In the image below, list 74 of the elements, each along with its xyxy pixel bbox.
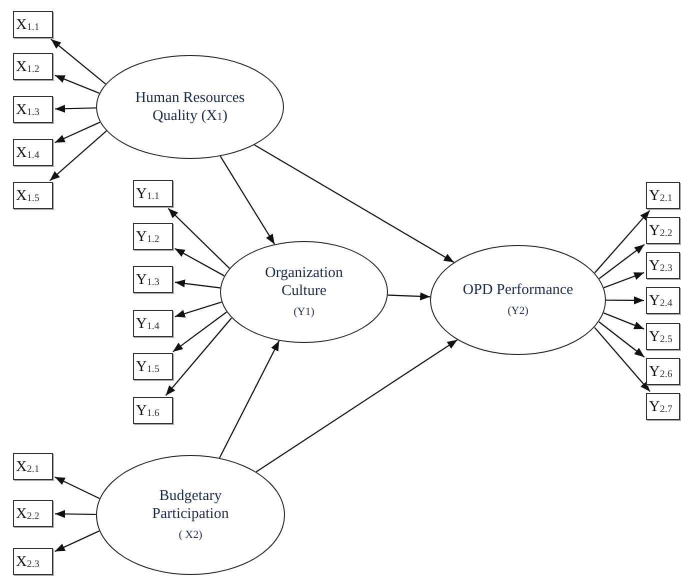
variable-symbol: (Y2) — [508, 305, 528, 319]
arrow — [219, 340, 280, 458]
indicator-box — [646, 393, 680, 420]
indicator-box — [646, 182, 680, 209]
indicator-label: Y$_{1.6}$ — [136, 402, 160, 420]
indicator-label: Y$_{2.7}$ — [649, 398, 672, 416]
indicator-box — [13, 548, 53, 575]
indicator-box — [646, 217, 680, 244]
variable-symbol: (Y1) — [294, 306, 314, 320]
arrow — [598, 244, 645, 280]
arrow — [603, 312, 644, 330]
indicator-label: Y$_{1.4}$ — [136, 314, 160, 332]
indicator-label: X$_{1.5}$ — [16, 186, 40, 204]
indicator-label: Y$_{2.4}$ — [649, 292, 672, 310]
indicator-box — [133, 266, 173, 293]
arrow — [254, 144, 454, 263]
arrow — [598, 321, 645, 358]
arrow — [54, 476, 100, 500]
indicator-label: Y$_{2.5}$ — [649, 328, 672, 346]
arrow — [54, 510, 96, 518]
arrow — [388, 292, 430, 300]
arrow — [54, 530, 100, 552]
variable-name: Organization Culture — [264, 264, 344, 300]
arrow — [594, 210, 650, 274]
indicator-box — [133, 353, 173, 380]
indicator-label: X$_{1.4}$ — [16, 144, 40, 162]
indicator-label: Y$_{1.3}$ — [136, 270, 160, 288]
indicator-box — [13, 139, 53, 166]
indicator-label: X$_{1.1}$ — [16, 16, 40, 34]
indicator-label: Y$_{2.6}$ — [649, 362, 672, 380]
indicator-box — [13, 453, 53, 480]
arrow — [174, 280, 220, 288]
arrow — [54, 104, 96, 113]
arrow — [604, 272, 644, 288]
arrow — [172, 311, 227, 352]
indicator-box — [133, 223, 173, 250]
indicator-box — [133, 180, 173, 207]
variable-name: Budgetary Participation — [151, 487, 230, 524]
indicator-box — [133, 397, 173, 424]
indicator-box — [13, 11, 53, 38]
indicator-label: Y$_{1.5}$ — [136, 358, 160, 376]
indicator-label: X$_{2.2}$ — [16, 504, 40, 522]
indicator-label: X$_{1.2}$ — [16, 58, 40, 76]
indicator-box — [133, 310, 173, 337]
arrow — [594, 327, 650, 392]
arrow — [606, 296, 644, 304]
indicator-label: Y$_{2.2}$ — [649, 222, 672, 240]
arrow — [174, 301, 222, 318]
arrow — [54, 74, 100, 94]
indicator-label: X$_{2.1}$ — [16, 458, 40, 476]
indicator-box — [13, 500, 53, 527]
indicator-box — [646, 358, 680, 385]
indicator-label: Y$_{1.1}$ — [136, 184, 160, 202]
indicator-box — [13, 182, 53, 209]
arrow — [50, 38, 106, 85]
indicator-box — [13, 53, 53, 80]
variable-name: OPD Performance — [462, 281, 574, 300]
arrow — [174, 248, 225, 276]
arrow — [49, 130, 107, 182]
arrow — [168, 208, 230, 269]
indicator-label: Y$_{2.1}$ — [649, 186, 672, 204]
indicator-label: X$_{2.3}$ — [16, 552, 40, 570]
indicator-label: Y$_{2.3}$ — [649, 256, 672, 274]
arrow — [256, 339, 458, 472]
indicator-box — [646, 287, 680, 314]
indicator-box — [646, 252, 680, 279]
arrow — [54, 122, 100, 144]
arrow — [220, 156, 276, 245]
indicator-box — [13, 96, 53, 123]
variable-symbol: ( X2) — [178, 529, 202, 543]
indicator-box — [646, 323, 680, 350]
arrow — [165, 318, 232, 396]
indicator-label: Y$_{1.2}$ — [136, 228, 160, 246]
indicator-label: X$_{1.3}$ — [16, 100, 40, 118]
